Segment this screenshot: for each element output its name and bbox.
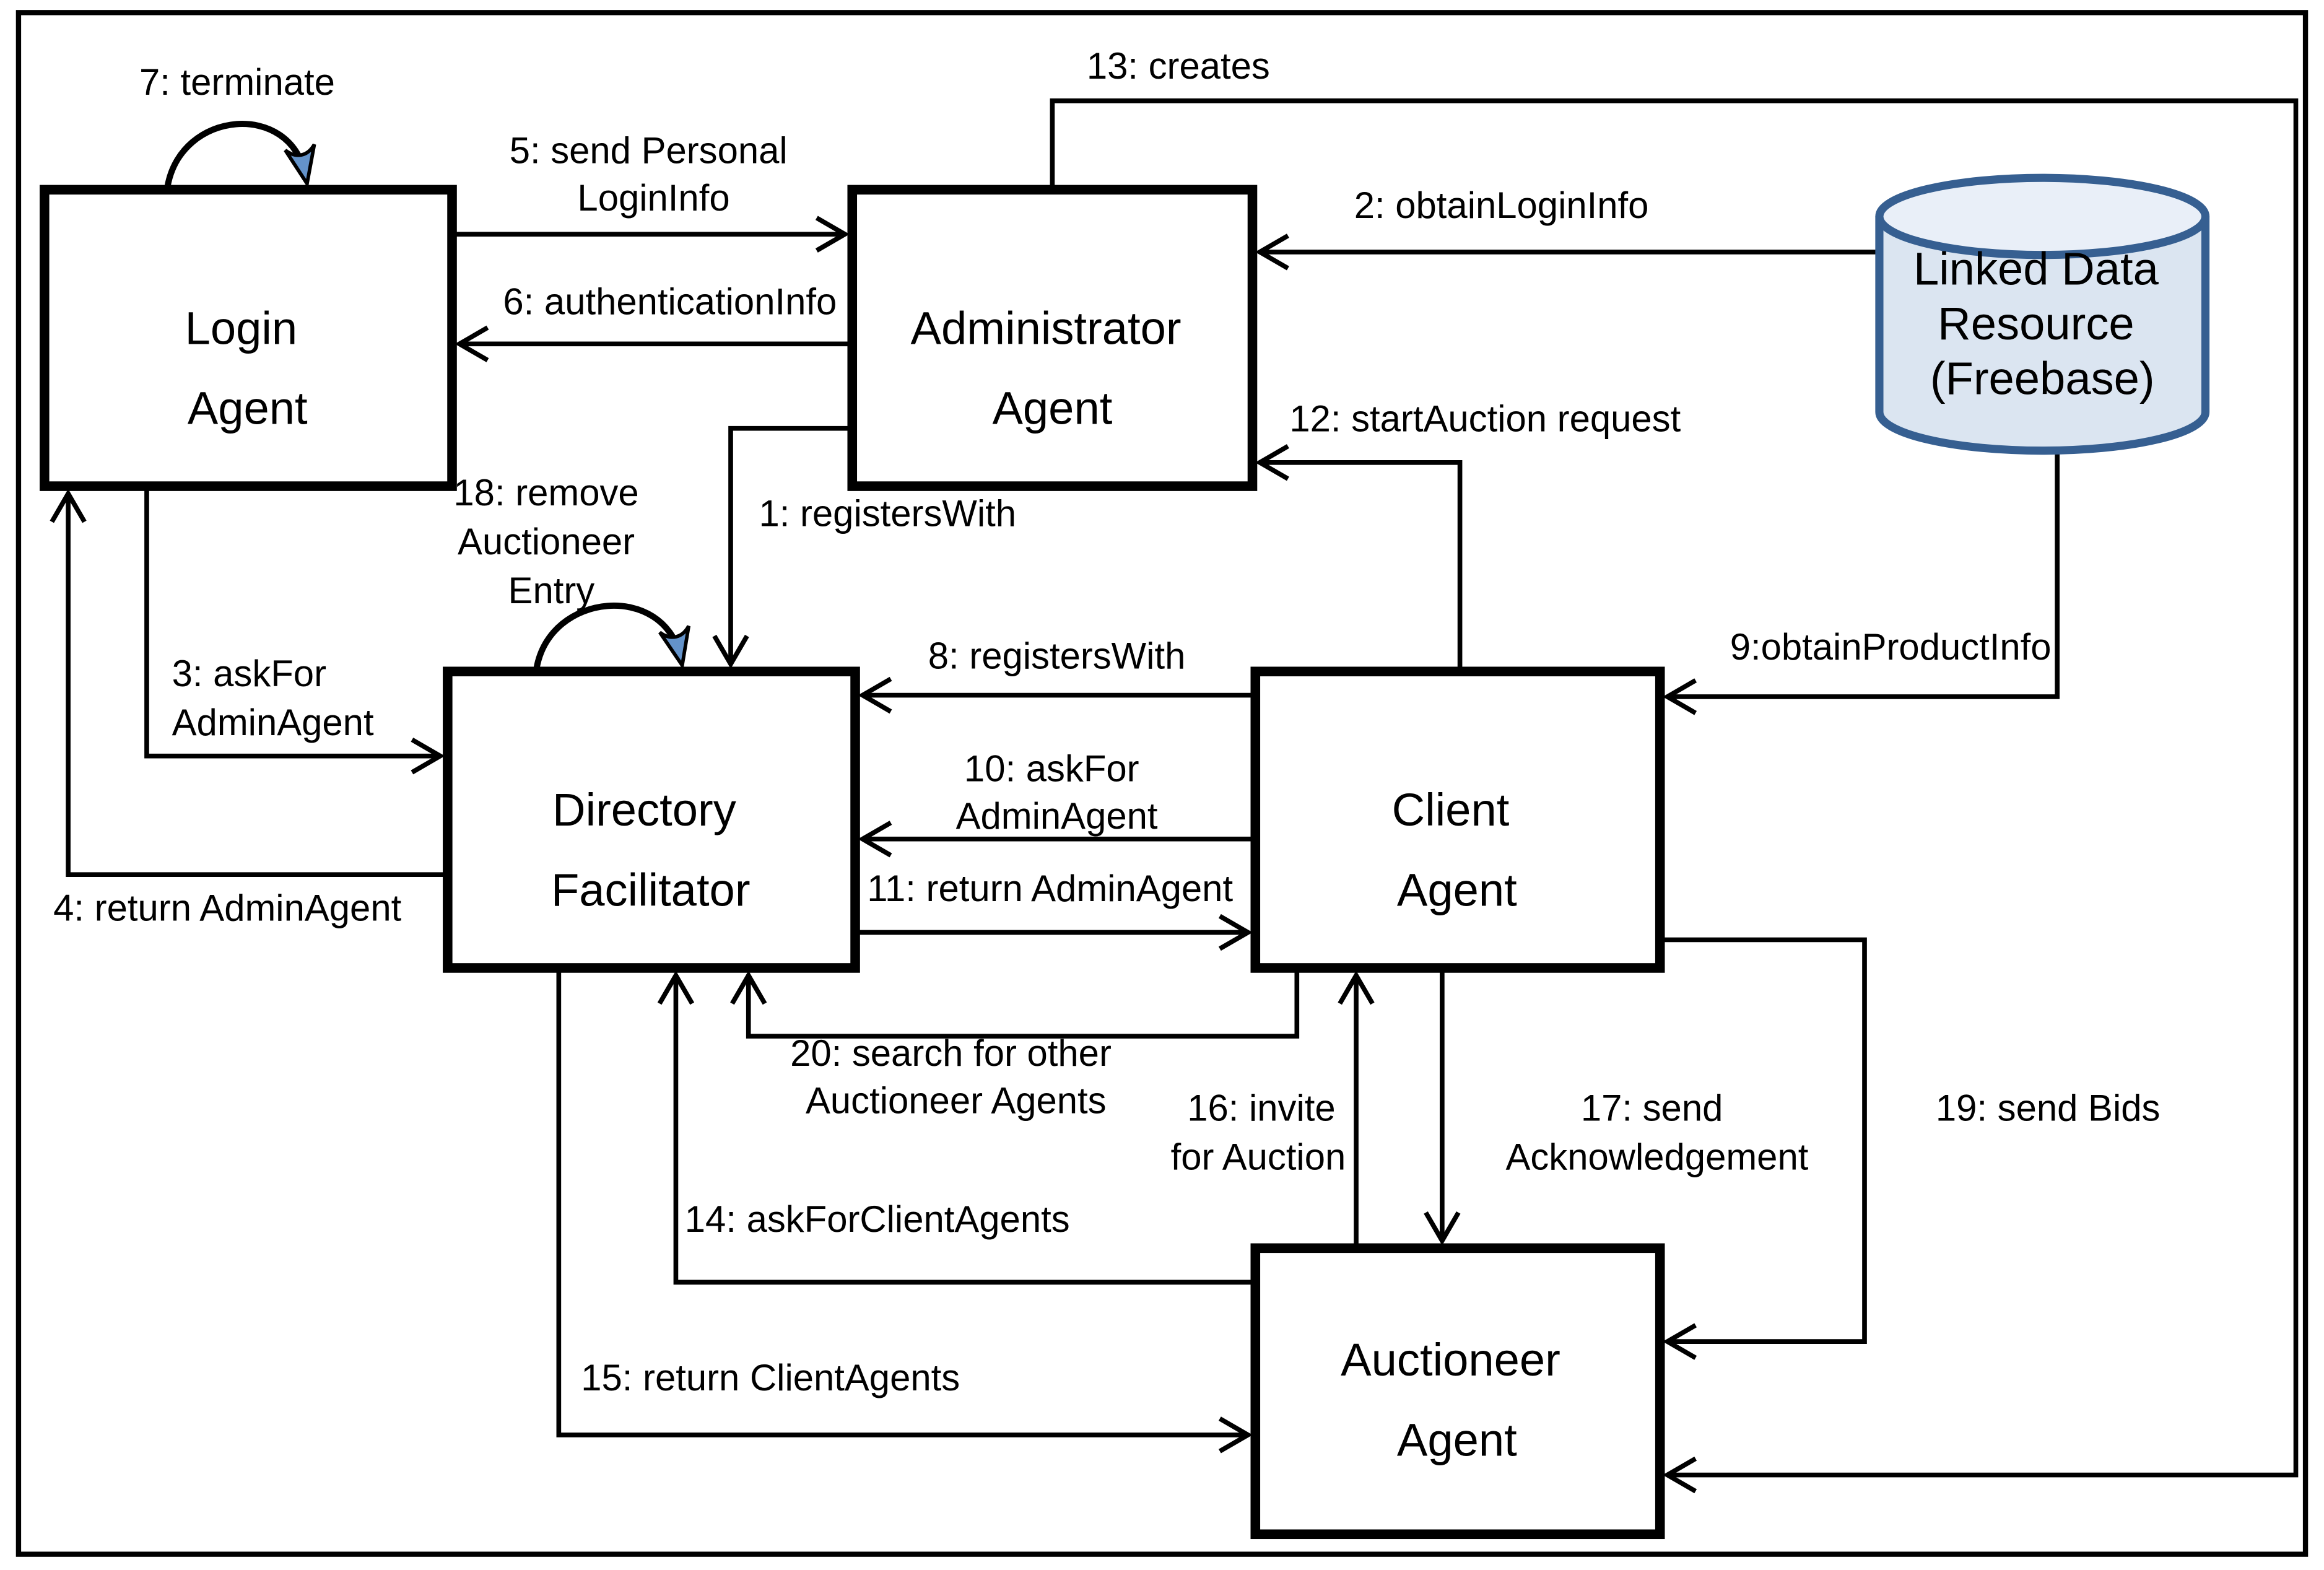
node-administrator-agent-label-line-1: Administrator: [911, 302, 1182, 354]
edge-15-label-line-1: 15: return ClientAgents: [581, 1357, 960, 1398]
node-administrator-agent: Administrator Agent: [847, 185, 1258, 491]
diagram-border: [15, 10, 2309, 1557]
edge-1-label: 1: registersWith: [759, 493, 1016, 534]
edge-5-label-line-1: 5: send Personal: [510, 129, 788, 171]
node-login-agent-box: [40, 185, 457, 491]
node-auctioneer-agent-box: [1250, 1243, 1665, 1540]
edge-17-label-line-2: Acknowledgement: [1505, 1136, 1808, 1177]
edge-18-label-line-1: 18: remove: [453, 472, 638, 513]
node-client-agent: Client Agent: [1250, 666, 1665, 973]
node-login-agent-label-line-2: Agent: [188, 383, 308, 434]
edge-3-label: 3: askFor AdminAgent: [172, 653, 374, 743]
edge-1-label-line-1: 1: registersWith: [759, 493, 1016, 534]
edge-18-label-line-2: Auctioneer: [458, 521, 635, 562]
node-linked-data-resource-label-line-1: Linked Data: [1913, 243, 2159, 295]
edge-14-ask-for-client-agents-line: [657, 970, 1256, 1285]
edge-12-start-auction-request-line: [1255, 444, 1463, 672]
node-directory-facilitator-label-line-1: Directory: [552, 784, 736, 835]
edge-20-label: 20: search for other Auctioneer Agents: [790, 1032, 1121, 1122]
node-client-agent-label-line-2: Agent: [1397, 864, 1517, 915]
node-auctioneer-agent-label: Auctioneer Agent: [1341, 1334, 1573, 1465]
edge-18-label-line-3: Entry: [508, 570, 595, 611]
node-directory-facilitator-box: [443, 666, 860, 973]
edge-15-label: 15: return ClientAgents: [581, 1357, 960, 1398]
node-directory-facilitator: Directory Facilitator: [443, 666, 860, 973]
node-auctioneer-agent: Auctioneer Agent: [1250, 1243, 1665, 1540]
node-directory-facilitator-label-line-2: Facilitator: [551, 864, 751, 915]
edge-3-ask-for-admin-agent-line: [144, 486, 445, 775]
node-auctioneer-agent-label-line-2: Agent: [1397, 1414, 1517, 1465]
edge-4-label-line-1: 4: return AdminAgent: [53, 887, 401, 928]
edge-3-label-line-2: AdminAgent: [172, 702, 374, 743]
node-client-agent-label-line-1: Client: [1392, 784, 1510, 835]
edge-9-label: 9:obtainProductInfo: [1730, 626, 2052, 668]
edge-13-label-line-1: 13: creates: [1087, 45, 1270, 87]
edge-19-send-bids-line: [1660, 937, 1867, 1360]
edge-14-label: 14: askForClientAgents: [685, 1198, 1070, 1240]
edge-11-label: 11: return AdminAgent: [867, 868, 1233, 909]
node-administrator-agent-box: [847, 185, 1258, 491]
database-cylinder-top: [1875, 173, 2210, 259]
edge-19-label: 19: send Bids: [1936, 1087, 2161, 1128]
edge-1-registers-with-line: [712, 425, 853, 669]
edge-8-label-line-1: 8: registersWith: [928, 635, 1186, 676]
edge-11-label-line-1: 11: return AdminAgent: [867, 868, 1233, 909]
edge-20-label-line-1: 20: search for other: [790, 1032, 1112, 1074]
node-layer: Login Agent Administrator Agent Linked D…: [40, 173, 2210, 1540]
edge-20-label-line-2: Auctioneer Agents: [806, 1080, 1107, 1122]
edge-12-label-line-1: 12: startAuction request: [1289, 398, 1681, 440]
database-cylinder-body: [1875, 216, 2210, 455]
node-login-agent-label: Login Agent: [185, 302, 310, 434]
edge-7-terminate-loop: [164, 121, 316, 189]
edge-4-label: 4: return AdminAgent: [53, 887, 401, 928]
node-linked-data-resource: Linked Data Resource (Freebase): [1875, 173, 2210, 455]
node-login-agent-label-line-1: Login: [185, 302, 298, 354]
edge-12-label: 12: startAuction request: [1289, 398, 1681, 440]
edge-6-label-line-1: 6: authenticationInfo: [503, 281, 837, 322]
edge-13-label: 13: creates: [1087, 45, 1270, 87]
node-administrator-agent-label: Administrator Agent: [911, 302, 1195, 434]
node-auctioneer-agent-label-line-1: Auctioneer: [1341, 1334, 1560, 1385]
edge-10-label-line-1: 10: askFor: [964, 748, 1139, 789]
edge-17-label: 17: send Acknowledgement: [1505, 1087, 1808, 1177]
edge-2-label: 2: obtainLoginInfo: [1354, 185, 1649, 226]
edge-16-label: 16: invite for Auction: [1171, 1087, 1346, 1177]
edge-3-label-line-1: 3: askFor: [172, 653, 326, 694]
edge-layer: 1: registersWith 2: obtainLoginInfo 3: a…: [50, 45, 2299, 1494]
edge-9-label-line-1: 9:obtainProductInfo: [1730, 626, 2052, 668]
edge-13-creates-line: [1050, 98, 2299, 1494]
edge-19-label-line-1: 19: send Bids: [1936, 1087, 2161, 1128]
edge-16-label-line-1: 16: invite: [1187, 1087, 1335, 1128]
node-login-agent: Login Agent: [40, 185, 457, 491]
edge-9-obtain-product-info-line: [1663, 445, 2060, 715]
node-client-agent-box: [1250, 666, 1665, 973]
edge-8-label: 8: registersWith: [928, 635, 1186, 676]
edge-18-label: 18: remove Auctioneer Entry: [453, 472, 649, 611]
edge-15-return-client-agents-line: [556, 967, 1253, 1454]
edge-16-label-line-2: for Auction: [1171, 1136, 1346, 1177]
edge-10-label: 10: askFor AdminAgent: [956, 748, 1158, 837]
edge-10-label-line-2: AdminAgent: [956, 795, 1158, 837]
edge-7-label-line-1: 7: terminate: [139, 61, 335, 103]
node-linked-data-resource-label-line-2: Resource: [1938, 298, 2135, 349]
edge-14-label-line-1: 14: askForClientAgents: [685, 1198, 1070, 1240]
edge-2-label-line-1: 2: obtainLoginInfo: [1354, 185, 1649, 226]
edge-18-remove-auctioneer-entry-loop: [533, 602, 690, 670]
edge-6-label: 6: authenticationInfo: [503, 281, 837, 322]
node-linked-data-resource-label-line-3: (Freebase): [1930, 353, 2155, 404]
node-directory-facilitator-label: Directory Facilitator: [551, 784, 751, 915]
edge-5-label-line-2: LoginInfo: [577, 177, 729, 219]
node-linked-data-resource-label: Linked Data Resource (Freebase): [1913, 243, 2172, 404]
edge-20-search-auctioneer-agents-line: [730, 967, 1300, 1039]
node-client-agent-label: Client Agent: [1392, 784, 1522, 915]
edge-7-label: 7: terminate: [139, 61, 335, 103]
edge-5-label: 5: send Personal LoginInfo: [510, 129, 798, 219]
node-administrator-agent-label-line-2: Agent: [992, 383, 1112, 434]
edge-17-label-line-1: 17: send: [1581, 1087, 1723, 1128]
edge-4-return-admin-agent-line: [50, 489, 448, 877]
